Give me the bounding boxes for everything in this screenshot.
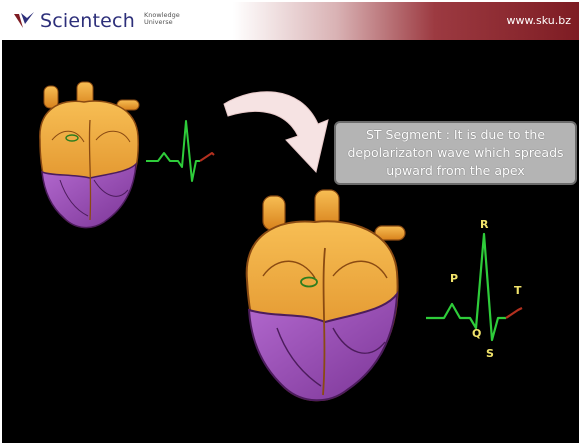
ecg-label-r: R [480,218,488,231]
heart-small-icon [32,80,147,230]
brand-name: Scientech [40,10,135,32]
curved-arrow-icon [220,84,340,194]
callout-text: ST Segment : It is due to the depolariza… [336,126,575,180]
ecg-label-s: S [486,347,494,360]
ecg-trace-small [144,115,224,195]
scientech-logo-icon [12,10,36,32]
brand-tagline: Knowledge Universe [144,12,204,26]
site-url: www.sku.bz [507,14,571,27]
ecg-label-p: P [450,272,458,285]
ecg-label-q: Q [472,327,481,340]
ecg-label-t: T [514,284,522,297]
st-segment-callout: ST Segment : It is due to the depolariza… [334,121,577,185]
heart-large-icon [237,190,412,405]
header-bar: Scientech Knowledge Universe www.sku.bz [2,2,579,40]
slide-content: P R Q S T ST Segment : It is due to the … [2,40,579,443]
